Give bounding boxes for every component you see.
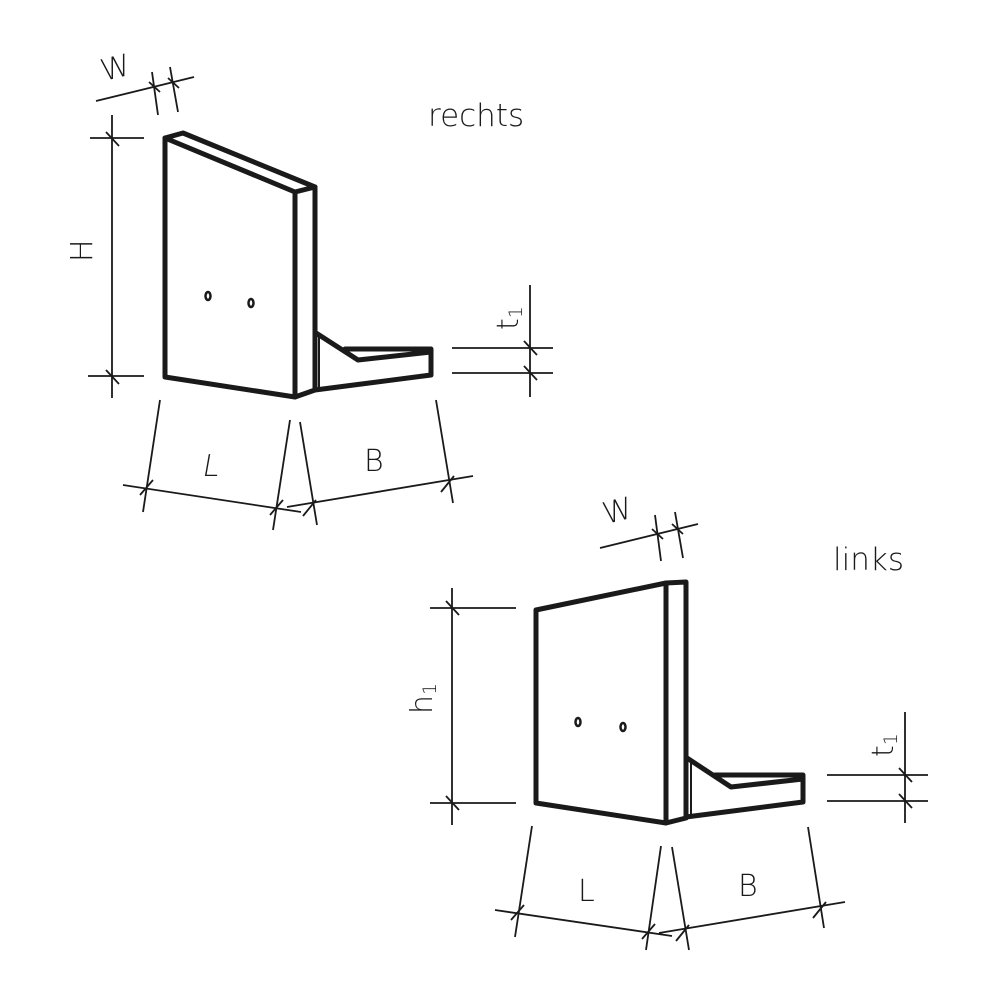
label-height: H [65, 239, 100, 262]
dimension-base: B [658, 826, 846, 951]
dimension-thickness: t1 [452, 285, 553, 397]
wall-top-edge [162, 130, 318, 195]
wall-side-edge [663, 579, 689, 826]
label-width: W [599, 491, 636, 532]
dimension-height: H [65, 115, 144, 398]
figure-rechts: rechts W [65, 48, 553, 531]
anchor-hole [619, 721, 627, 733]
anchor-hole [574, 716, 582, 728]
base-slab [312, 346, 434, 393]
anchor-hole [247, 297, 255, 309]
base-top-surface [684, 755, 806, 790]
label-thickness: t1 [866, 733, 902, 757]
wall-front-face [162, 135, 298, 400]
figure-links: links W h1 [405, 491, 928, 951]
label-thickness: t1 [491, 306, 527, 330]
label-width: W [97, 48, 134, 89]
base-slab [683, 772, 806, 820]
figure-title-rechts: rechts [428, 98, 524, 134]
dimension-width: W [95, 48, 195, 116]
label-base: B [364, 444, 384, 479]
l-wall-element-rechts [162, 130, 434, 400]
anchor-hole [204, 290, 212, 302]
label-height: h1 [405, 683, 441, 714]
base-top-surface [313, 330, 434, 363]
dimension-base: B [286, 399, 474, 526]
label-base: B [738, 869, 758, 904]
wall-front-face [533, 580, 669, 826]
dimension-height: h1 [405, 588, 516, 825]
figure-title-links: links [833, 542, 904, 578]
dimension-length: L [494, 825, 673, 951]
dimension-length: L [122, 399, 302, 531]
wall-side-edge [292, 184, 318, 400]
dimension-width: W [599, 491, 699, 562]
l-wall-element-links [533, 579, 806, 826]
label-length: L [200, 449, 223, 484]
dimension-thickness: t1 [827, 712, 928, 823]
label-length: L [578, 874, 595, 909]
